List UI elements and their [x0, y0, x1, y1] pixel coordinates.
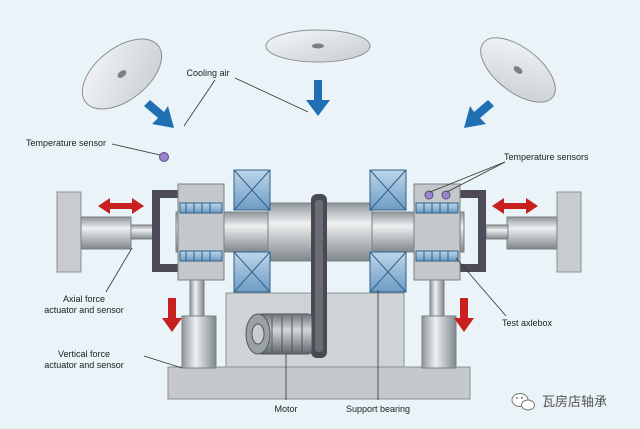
right-axial-rod: [485, 224, 509, 240]
left-vertical-actuator: [181, 315, 217, 369]
right-bearing-bottom: [415, 250, 459, 262]
left-test-axlebox: [177, 183, 225, 281]
watermark-text: 瓦房店轴承: [542, 394, 607, 410]
left-bearing-bottom: [179, 250, 223, 262]
double-arrow-icon: [492, 198, 538, 214]
left-wall: [56, 191, 82, 273]
right-test-axlebox: [413, 183, 461, 281]
fan-icon: [265, 29, 371, 63]
right-vertical-actuator: [421, 315, 457, 369]
left-axial-actuator: [80, 216, 132, 250]
cooling-air-label: Cooling air: [186, 68, 229, 78]
down-arrow-icon: [464, 100, 494, 128]
support-bearing-label: Support bearing: [346, 404, 410, 414]
double-arrow-icon: [98, 198, 144, 214]
vertical-force-label-line2: actuator and sensor: [44, 360, 124, 370]
right-wall: [556, 191, 582, 273]
wechat-icon: [511, 393, 535, 411]
down-arrow-icon: [162, 298, 182, 332]
left-axial-rod: [130, 224, 154, 240]
axial-force-label-line2: actuator and sensor: [44, 305, 124, 315]
right-support-bearing: [369, 169, 407, 293]
axial-force-label-line1: Axial force: [63, 294, 105, 304]
left-bearing-top: [179, 202, 223, 214]
base-plate: [167, 366, 471, 400]
fan-icon: [480, 37, 556, 103]
sensor-dot-icon: [424, 190, 434, 200]
motor-label: Motor: [274, 404, 297, 414]
test-axlebox-label: Test axlebox: [502, 318, 553, 328]
temperature-sensor-label: Temperature sensor: [26, 138, 106, 148]
leader-lines: [105, 77, 507, 400]
vertical-force-label-line1: Vertical force: [58, 349, 110, 359]
down-arrow-icon: [306, 80, 330, 116]
down-arrow-icon: [144, 100, 174, 128]
fan-icon: [81, 38, 163, 110]
left-vertical-actuator-rod: [189, 275, 205, 317]
right-bracket: [460, 190, 486, 272]
left-bracket: [152, 190, 178, 272]
motor: [245, 313, 313, 355]
sensor-dot-icon: [441, 190, 451, 200]
right-axial-actuator: [506, 216, 558, 250]
watermark: 瓦房店轴承: [511, 393, 607, 411]
left-support-bearing: [233, 169, 271, 293]
right-bearing-top: [415, 202, 459, 214]
temperature-sensors-label: Temperature sensors: [504, 152, 589, 162]
sensor-dot-icon: [159, 152, 169, 162]
down-arrow-icon: [454, 298, 474, 332]
right-vertical-actuator-rod: [429, 275, 445, 317]
